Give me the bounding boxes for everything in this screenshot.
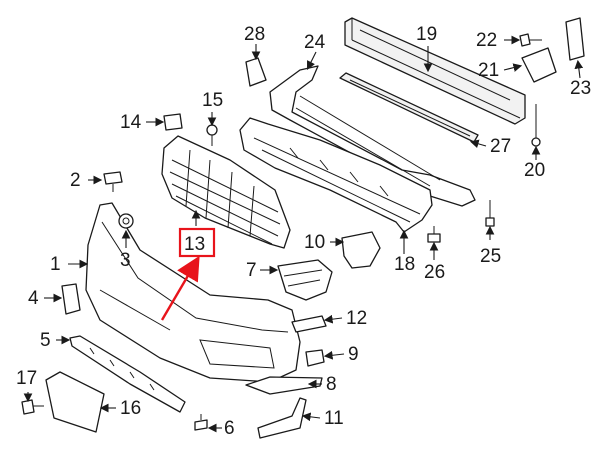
- callout-25: 25: [480, 246, 501, 267]
- part-23-bracket: [565, 17, 585, 61]
- callout-11: 11: [324, 408, 344, 429]
- part-11-lower-trim: [257, 397, 307, 439]
- part-12-bracket: [291, 315, 327, 333]
- callout-15: 15: [202, 90, 223, 111]
- callout-13: 13: [184, 234, 205, 255]
- part-16-license-bracket: [45, 371, 105, 433]
- callout-23: 23: [570, 78, 591, 99]
- highlight-13: [160, 227, 216, 321]
- callout-17: 17: [16, 368, 37, 389]
- part-10-fog-cover: [341, 231, 381, 269]
- fastener-2: [103, 171, 123, 192]
- part-7-side-grille: [277, 259, 333, 301]
- callout-16: 16: [120, 398, 141, 419]
- callout-27: 27: [490, 136, 511, 157]
- fastener-22: [519, 33, 542, 47]
- callout-19: 19: [416, 24, 437, 45]
- part-4-bracket: [61, 283, 81, 315]
- callout-4: 4: [28, 288, 39, 309]
- part-21-mount: [521, 47, 557, 83]
- callout-18: 18: [394, 254, 415, 275]
- part-14-bracket: [163, 113, 183, 131]
- callout-2: 2: [70, 170, 81, 191]
- callout-7: 7: [246, 260, 257, 281]
- callout-5: 5: [40, 330, 51, 351]
- part-28-bracket: [245, 57, 267, 87]
- callout-24: 24: [304, 32, 326, 53]
- part-1-bumper-cover: [85, 202, 301, 383]
- part-27-absorber-strip: [339, 72, 479, 143]
- fastener-20: [531, 104, 541, 147]
- leader-lines: [23, 35, 584, 433]
- callout-28: 28: [244, 24, 265, 45]
- callout-26: 26: [424, 262, 445, 283]
- callout-12: 12: [346, 308, 367, 329]
- callout-10: 10: [304, 232, 325, 253]
- part-13-grille: [161, 135, 291, 249]
- part-24-upper-bracket: [269, 65, 476, 207]
- fastener-17: [21, 399, 44, 415]
- callout-20: 20: [524, 160, 545, 181]
- callout-labels: 1 2 3 4 5 6 7 8 9 10 11 12 13 14 15 16 1…: [16, 24, 591, 439]
- part-8-trim-strip: [245, 376, 323, 395]
- fastener-6: [194, 414, 208, 431]
- callout-8: 8: [326, 374, 337, 395]
- callout-22: 22: [476, 30, 497, 51]
- fastener-25: [485, 200, 495, 227]
- part-19-reinforcement-beam: [344, 17, 526, 125]
- fastener-26: [427, 226, 441, 243]
- part-18-energy-absorber: [239, 117, 433, 233]
- part-5-lower-spoiler: [69, 335, 186, 413]
- callout-14: 14: [120, 112, 142, 133]
- callout-9: 9: [348, 344, 359, 365]
- fastener-15: [206, 124, 218, 146]
- part-9-clip: [305, 349, 325, 367]
- callout-6: 6: [224, 418, 235, 439]
- callout-1: 1: [50, 254, 61, 275]
- callout-21: 21: [478, 60, 499, 81]
- highlight-arrow: [160, 255, 200, 321]
- fastener-3: [118, 213, 134, 229]
- callout-3: 3: [120, 250, 131, 271]
